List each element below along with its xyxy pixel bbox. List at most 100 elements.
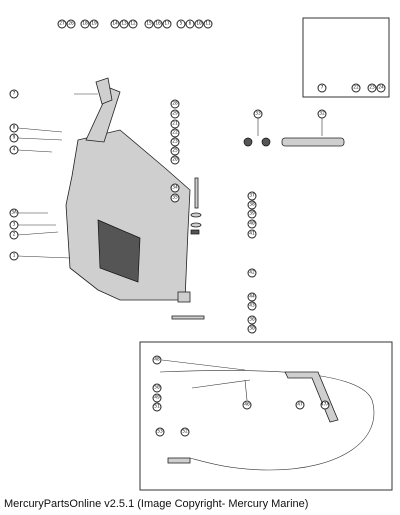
leader-48: [161, 359, 246, 371]
svg-text:29: 29: [172, 111, 178, 117]
callout-41: 41: [247, 229, 257, 239]
svg-text:41: 41: [249, 231, 255, 237]
callout-22-inset: 22: [351, 83, 361, 93]
callout-9: 9: [9, 133, 19, 143]
svg-text:42: 42: [249, 270, 255, 276]
svg-text:20: 20: [172, 157, 178, 163]
bracket-arm: [85, 87, 121, 143]
image-credit: MercuryPartsOnline v2.5.1 (Image Copyrig…: [4, 498, 309, 510]
svg-text:46: 46: [244, 402, 250, 408]
svg-text:53: 53: [157, 429, 163, 435]
callout-47: 47: [295, 400, 305, 410]
callout-50: 50: [152, 383, 162, 393]
svg-text:52: 52: [182, 429, 188, 435]
cable-sleeve-part: [284, 371, 339, 423]
callout-52: 52: [180, 427, 190, 437]
callout-30: 30: [247, 324, 257, 334]
washer-part: [190, 212, 202, 218]
callout-28: 28: [170, 99, 180, 109]
svg-text:17: 17: [164, 21, 170, 27]
svg-text:15: 15: [146, 21, 152, 27]
callout-42: 42: [247, 268, 257, 278]
leader-46: [244, 379, 248, 401]
svg-text:4: 4: [13, 147, 16, 153]
nut-part: [243, 137, 253, 147]
callout-32: 32: [317, 109, 327, 119]
svg-text:16: 16: [155, 21, 161, 27]
svg-text:30: 30: [249, 326, 255, 332]
tilt-tube-part: [281, 137, 345, 147]
callout-25: 25: [170, 146, 180, 156]
svg-text:12: 12: [130, 21, 136, 27]
svg-text:8: 8: [13, 125, 16, 131]
svg-text:28: 28: [172, 101, 178, 107]
svg-text:49: 49: [154, 395, 160, 401]
steering-cable: [159, 370, 375, 471]
svg-text:39: 39: [249, 211, 255, 217]
callout-43: 43: [247, 301, 257, 311]
callout-13: 13: [119, 19, 129, 29]
callout-40: 40: [247, 219, 257, 229]
callout-16: 16: [153, 19, 163, 29]
inset-box-cable: [139, 341, 393, 491]
svg-text:43: 43: [249, 303, 255, 309]
callout-3: 3: [9, 220, 19, 230]
svg-text:38: 38: [249, 202, 255, 208]
leader-1: [17, 255, 71, 259]
svg-text:25: 25: [172, 148, 178, 154]
callout-19: 19: [89, 19, 99, 29]
svg-text:11: 11: [205, 21, 211, 27]
callout-37: 37: [247, 191, 257, 201]
callout-21: 21: [170, 119, 180, 129]
callout-4: 4: [9, 145, 19, 155]
leader-8: [17, 127, 63, 133]
svg-text:19: 19: [91, 21, 97, 27]
callout-27: 27: [57, 19, 67, 29]
bolt-part: [194, 177, 199, 209]
svg-text:1: 1: [13, 253, 16, 259]
tilt-lever-part: [95, 77, 113, 105]
callout-23-inset: 23: [367, 83, 377, 93]
leader-2: [17, 231, 59, 236]
callout-17: 17: [162, 19, 172, 29]
callout-47A: 47A: [320, 400, 330, 410]
long-bolt-part: [171, 315, 205, 320]
callout-44: 44: [247, 292, 257, 302]
callout-10: 10: [194, 19, 204, 29]
callout-39: 39: [247, 209, 257, 219]
callout-35: 35: [170, 193, 180, 203]
leader-9: [17, 137, 63, 141]
callout-33: 33: [253, 109, 263, 119]
washer-part-2: [190, 222, 202, 228]
svg-text:22: 22: [353, 85, 359, 91]
callout-34: 34: [170, 183, 180, 193]
nut-part-2: [261, 137, 271, 147]
svg-text:3A: 3A: [11, 210, 17, 216]
callout-1: 1: [9, 251, 19, 261]
svg-text:47: 47: [297, 402, 303, 408]
callout-6: 6: [185, 19, 195, 29]
svg-text:13: 13: [121, 21, 127, 27]
svg-text:50: 50: [154, 385, 160, 391]
svg-text:34: 34: [172, 185, 178, 191]
callout-24-inset: 24: [376, 83, 386, 93]
bracket-small-part: [177, 291, 191, 303]
callout-12: 12: [128, 19, 138, 29]
callout-7: 7: [9, 89, 19, 99]
svg-text:47A: 47A: [321, 402, 330, 408]
callout-11: 11: [203, 19, 213, 29]
callout-14: 14: [110, 19, 120, 29]
svg-text:37: 37: [249, 193, 255, 199]
nut-part-3: [190, 229, 200, 235]
callout-26: 26: [66, 19, 76, 29]
swivel-bracket-part: [65, 129, 191, 301]
svg-text:21: 21: [172, 121, 178, 127]
svg-text:32: 32: [319, 111, 325, 117]
bracket-window: [97, 219, 141, 283]
callout-23: 23: [170, 137, 180, 147]
callout-51: 51: [152, 402, 162, 412]
svg-text:3: 3: [13, 222, 16, 228]
svg-text:5: 5: [180, 21, 183, 27]
callout-38: 38: [247, 200, 257, 210]
svg-text:10: 10: [196, 21, 202, 27]
